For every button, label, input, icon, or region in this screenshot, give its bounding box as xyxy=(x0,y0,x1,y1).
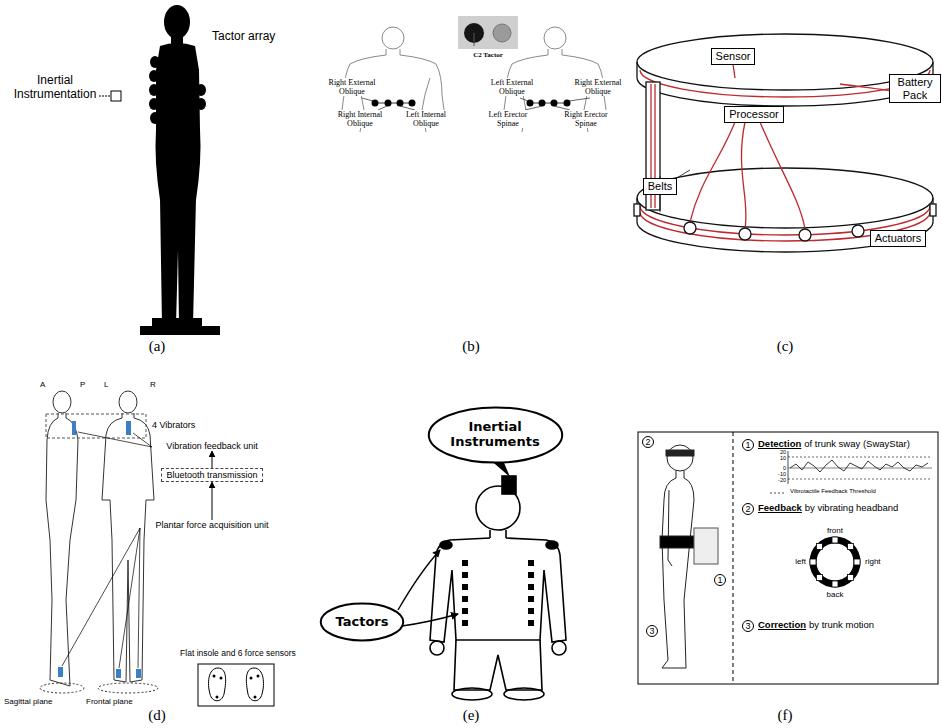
step-text: by vibrating headband xyxy=(805,503,899,514)
node-text: Vibration feedback unit xyxy=(166,441,257,451)
panel-caption: (a) xyxy=(149,338,166,355)
bluetooth-box: Bluetooth transmission xyxy=(161,468,262,482)
tick-label: 20 xyxy=(780,449,786,455)
tactor-dots xyxy=(362,98,590,110)
cartoon-figure xyxy=(398,458,566,700)
node-text: Tactors xyxy=(336,615,389,630)
panel-caption: (e) xyxy=(463,707,480,724)
flow-arrow xyxy=(212,482,213,520)
body-outline xyxy=(40,391,158,693)
direction-label: right xyxy=(865,557,881,566)
battery-box: Battery Pack xyxy=(889,74,941,103)
axis-letter: A xyxy=(40,380,45,389)
insole-box xyxy=(198,664,274,706)
insole-heading: Flat insole and 6 force sensors xyxy=(179,649,297,659)
axis-letter: L xyxy=(104,380,108,389)
unit-label: Vibration feedback unit xyxy=(165,441,258,451)
processor-box: Processor xyxy=(724,106,784,123)
node-text: Belts xyxy=(648,180,672,193)
panel-caption: (c) xyxy=(777,338,794,355)
flow-arrow xyxy=(212,451,213,468)
part-label: Tactor array xyxy=(212,30,275,44)
unit-label: Plantar force acquisition unit xyxy=(154,520,269,530)
sway-graph xyxy=(770,451,932,493)
muscle-label: Left External Oblique xyxy=(484,78,540,96)
sensor-box: Sensor xyxy=(711,48,756,65)
node-text: Bluetooth transmission xyxy=(166,470,257,480)
step-text: by trunk motion xyxy=(809,620,874,631)
part-label: 4 Vibrators xyxy=(152,420,195,430)
callout-ellipse: Inertial Instruments xyxy=(426,405,565,465)
leader-lines xyxy=(62,432,152,668)
actuators-box: Actuators xyxy=(870,230,926,247)
muscle-label: Right External Oblique xyxy=(324,78,380,96)
panel-caption: (d) xyxy=(148,707,166,724)
muscle-label: Left Erector Spinae xyxy=(480,110,536,128)
tactor-photo xyxy=(458,16,518,49)
axis-letter: R xyxy=(150,380,156,389)
step-title: Feedback xyxy=(758,503,802,514)
protocol-frame xyxy=(638,432,938,684)
node-text: Processor xyxy=(729,108,779,121)
muscle-label: Right External Oblique xyxy=(570,78,626,96)
callout-number: 2 xyxy=(742,503,754,515)
node-text: Battery Pack xyxy=(894,76,936,101)
node-text: Inertial Instruments xyxy=(443,420,547,450)
direction-label: back xyxy=(827,590,844,599)
plane-label: Frontal plane xyxy=(86,697,133,706)
node-text: Actuators xyxy=(875,232,921,245)
part-label: Inertial Instrumentation xyxy=(10,74,100,102)
callout-number: 2 xyxy=(642,436,654,448)
node-text: Flat insole and 6 force sensors xyxy=(180,649,296,659)
panel-caption: (f) xyxy=(778,707,793,724)
silhouette-figure xyxy=(140,5,220,335)
muscle-label: Right Erector Spinae xyxy=(558,110,614,128)
plane-label: Sagittal plane xyxy=(4,697,52,706)
callout-number: 1 xyxy=(714,574,726,586)
tick-label: 0 xyxy=(783,465,786,471)
step-title: Correction xyxy=(758,620,806,631)
direction-label: left xyxy=(795,557,806,566)
threshold-note: Vibrotactile Feedback Threshold xyxy=(790,488,876,495)
tick-label: -20 xyxy=(778,477,786,483)
photo-caption: C2 Tactor xyxy=(473,51,503,59)
belts-box: Belts xyxy=(643,178,677,195)
callout-number: 3 xyxy=(646,625,658,637)
callout-number: 1 xyxy=(742,439,754,451)
step-text: of trunk sway (SwayStar) xyxy=(804,439,910,450)
callout-number: 3 xyxy=(742,620,754,632)
panel-caption: (b) xyxy=(462,338,480,355)
tick-label: 10 xyxy=(780,455,786,461)
sensor-units xyxy=(58,421,141,678)
inertial-box xyxy=(99,91,121,101)
callout-ellipse: Tactors xyxy=(319,602,405,642)
belt-drawing xyxy=(634,34,936,252)
tick-label: -10 xyxy=(778,471,786,477)
node-text: Sensor xyxy=(716,50,751,63)
node-text: Plantar force acquisition unit xyxy=(155,520,268,530)
standing-figure xyxy=(660,445,718,668)
muscle-label: Right Internal Oblique xyxy=(332,110,388,128)
headband-ring xyxy=(810,537,860,587)
direction-label: front xyxy=(827,526,843,535)
muscle-label: Left Internal Oblique xyxy=(398,110,454,128)
axis-letter: P xyxy=(80,380,85,389)
step-title: Detection xyxy=(758,439,801,450)
